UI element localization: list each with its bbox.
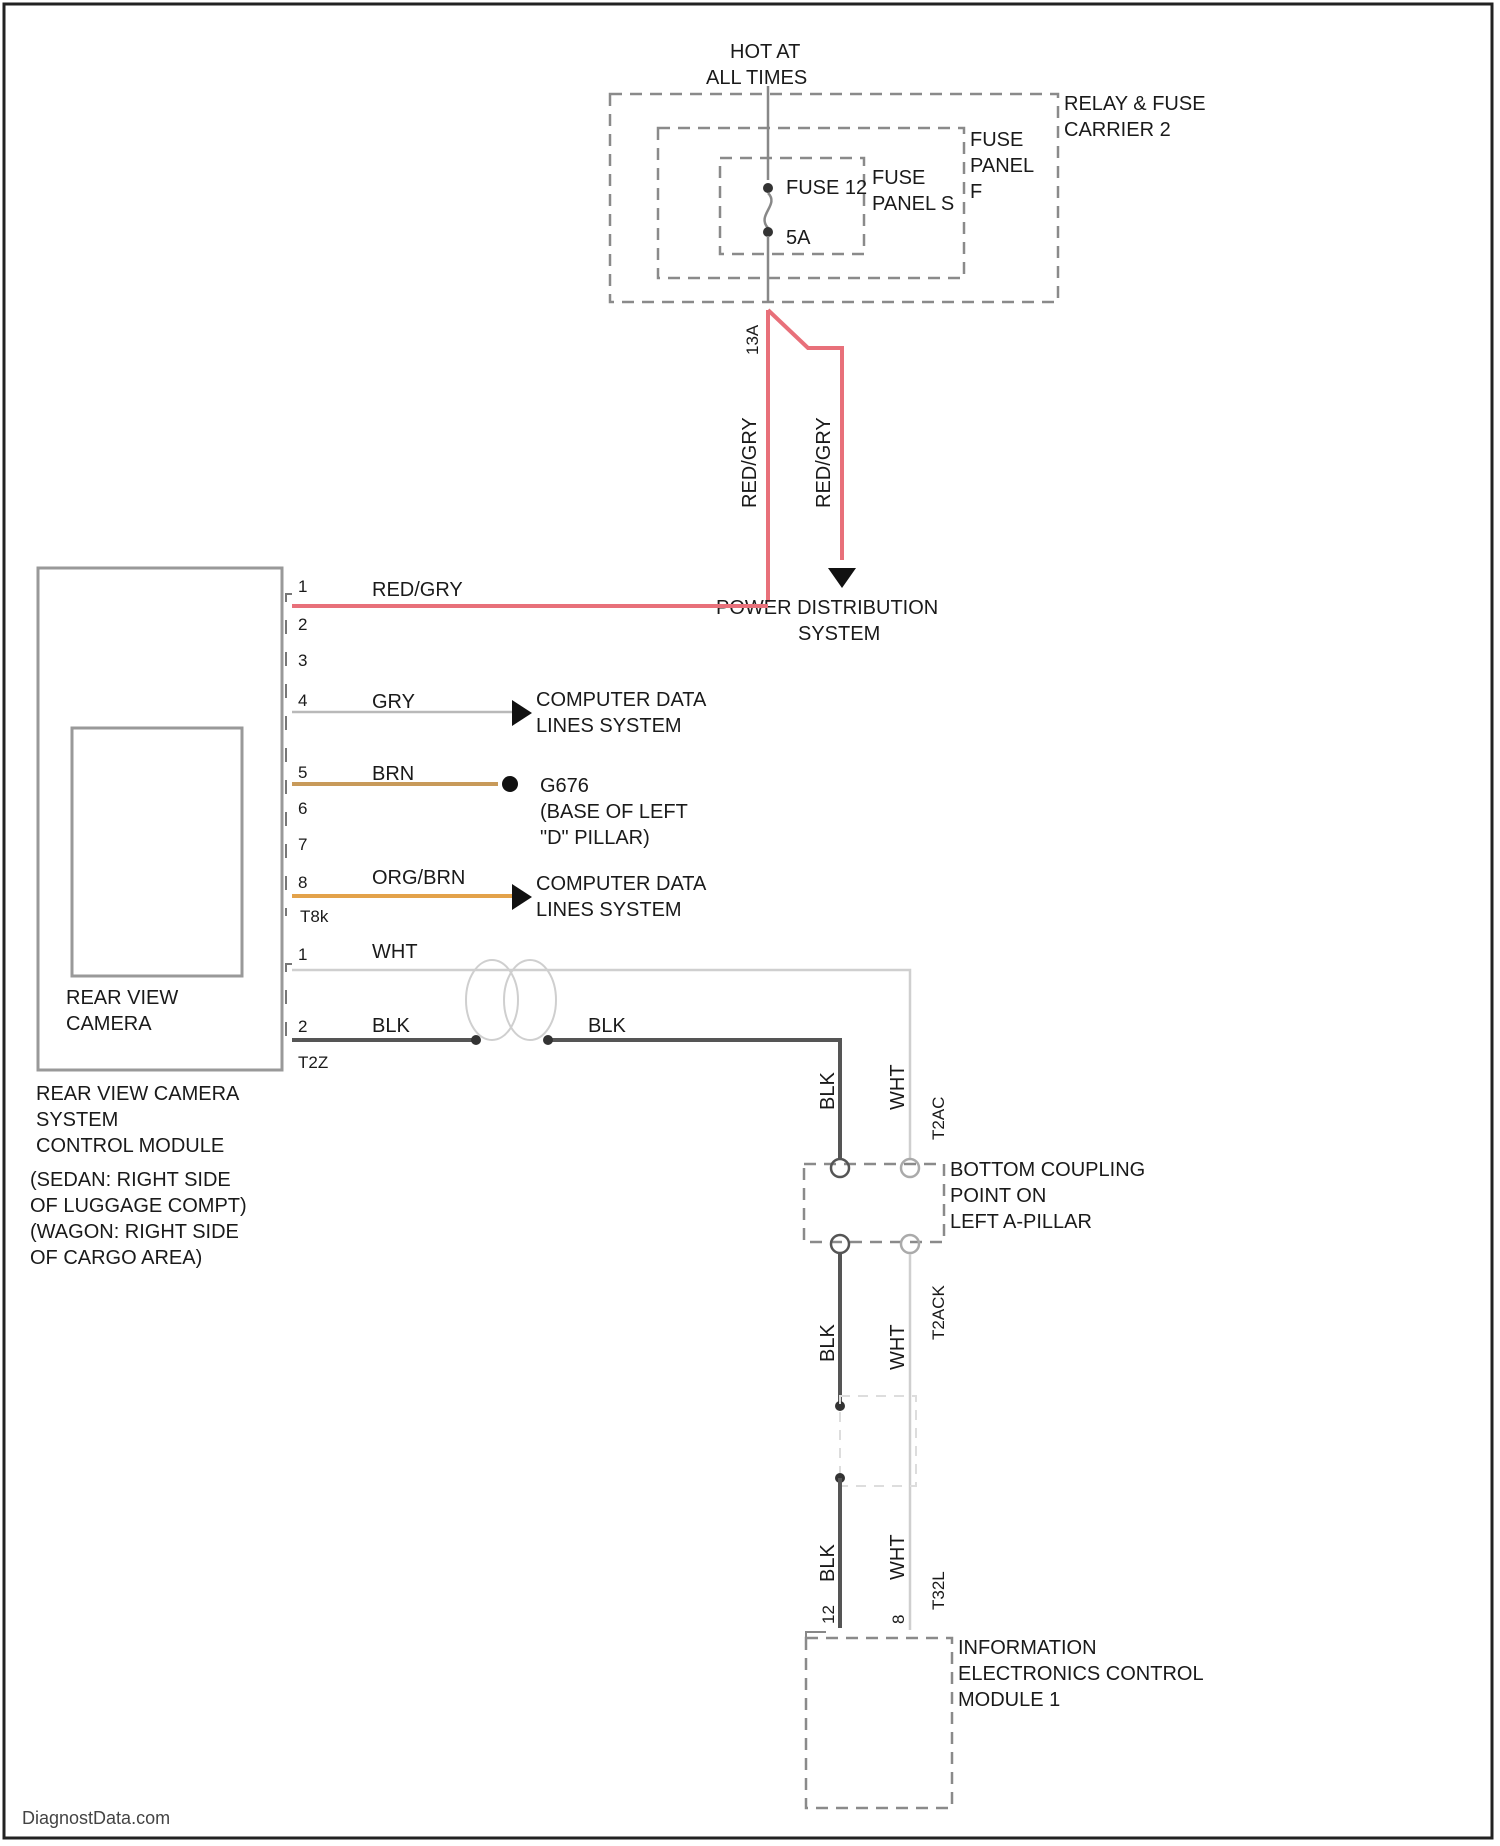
coupling-label-1: BOTTOM COUPLING: [950, 1159, 1145, 1181]
pin-4: 4: [298, 691, 307, 710]
connector-t8k-label: T8k: [300, 907, 329, 926]
connector-t2z-bracket: [286, 964, 292, 1046]
connector-t2ac-label: T2AC: [929, 1097, 948, 1140]
connector-t32l-label: T32L: [929, 1571, 948, 1610]
coupling-label-3: LEFT A-PILLAR: [950, 1211, 1092, 1233]
pin-2: 2: [298, 615, 307, 634]
rear-view-camera-inner-label-2: CAMERA: [66, 1013, 152, 1035]
coupling-pin-wht-bottom: [901, 1235, 919, 1253]
connector-t2ack-label: T2ACK: [929, 1285, 948, 1340]
connector-13a-label: 13A: [743, 324, 762, 355]
fuse-panel-f-label-2: PANEL: [970, 155, 1034, 177]
wire-label-pin5: BRN: [372, 763, 414, 785]
wire-wht-shielded: [292, 970, 910, 1160]
fuse-symbol: [765, 193, 772, 228]
fuse-rating: 5A: [786, 227, 811, 249]
wire-blk-right: [548, 1040, 840, 1160]
info-module-label-2: ELECTRONICS CONTROL: [958, 1663, 1204, 1685]
fuse-terminal-top: [763, 183, 773, 193]
module-caption-1: REAR VIEW CAMERA: [36, 1083, 240, 1105]
splice-blk-right: [543, 1035, 553, 1045]
hot-at-label-2: ALL TIMES: [706, 67, 807, 89]
vertical-wht-label-2: WHT: [887, 1324, 909, 1370]
coupling-pin-wht-top: [901, 1159, 919, 1177]
pin-8-label: 8: [889, 1615, 908, 1624]
fuse-panel-f-label-1: FUSE: [970, 129, 1023, 151]
coupling-pin-blk-bottom: [831, 1235, 849, 1253]
coupling-label-2: POINT ON: [950, 1185, 1046, 1207]
connector2-pin-1: 1: [298, 945, 307, 964]
fuse-label: FUSE 12: [786, 177, 867, 199]
pin-1: 1: [298, 577, 307, 596]
rear-view-camera-inner-box: [72, 728, 242, 976]
power-distribution-label-2: SYSTEM: [798, 623, 880, 645]
vertical-wht-label-3: WHT: [887, 1534, 909, 1580]
cdl1-label-1: COMPUTER DATA: [536, 689, 707, 711]
ground-symbol: [502, 776, 518, 792]
wire-label-left-vertical: RED/GRY: [739, 417, 761, 508]
arrow-cdl-1: [512, 700, 532, 726]
pin-12-label: 12: [819, 1605, 838, 1624]
wire-label-blk-left: BLK: [372, 1015, 410, 1037]
fuse-panel-s-label-1: FUSE: [872, 167, 925, 189]
pin-7: 7: [298, 835, 307, 854]
ground-label-3: "D" PILLAR): [540, 827, 650, 849]
fuse-panel-f-label-3: F: [970, 181, 982, 203]
cdl2-label-1: COMPUTER DATA: [536, 873, 707, 895]
wire-label-right-vertical: RED/GRY: [813, 417, 835, 508]
wire-label-blk-right: BLK: [588, 1015, 626, 1037]
module-location-1: (SEDAN: RIGHT SIDE: [30, 1169, 231, 1191]
watermark: DiagnostData.com: [22, 1808, 170, 1828]
info-module-label-1: INFORMATION: [958, 1637, 1097, 1659]
fuse-panel-s-label-2: PANEL S: [872, 193, 954, 215]
splice-blk-left: [471, 1035, 481, 1045]
connector2-pin-2: 2: [298, 1017, 307, 1036]
arrow-cdl-2: [512, 884, 532, 910]
module-location-3: (WAGON: RIGHT SIDE: [30, 1221, 239, 1243]
ground-label-2: (BASE OF LEFT: [540, 801, 688, 823]
coupling-connector-box: [804, 1164, 944, 1242]
module-location-4: OF CARGO AREA): [30, 1247, 202, 1269]
wire-label-wht: WHT: [372, 941, 418, 963]
rear-view-camera-inner-label-1: REAR VIEW: [66, 987, 178, 1009]
wire-label-pin1: RED/GRY: [372, 579, 463, 601]
shield-loop-left: [466, 960, 518, 1040]
module-caption-3: CONTROL MODULE: [36, 1135, 224, 1157]
wire-label-pin4: GRY: [372, 691, 415, 713]
ground-label-1: G676: [540, 775, 589, 797]
vertical-blk-label-3: BLK: [817, 1544, 839, 1582]
cdl1-label-2: LINES SYSTEM: [536, 715, 682, 737]
vertical-blk-label-2: BLK: [817, 1324, 839, 1362]
vertical-blk-label-1: BLK: [817, 1072, 839, 1110]
module-location-2: OF LUGGAGE COMPT): [30, 1195, 247, 1217]
relay-fuse-carrier-label-2: CARRIER 2: [1064, 119, 1171, 141]
pin-8: 8: [298, 873, 307, 892]
relay-fuse-carrier-label-1: RELAY & FUSE: [1064, 93, 1206, 115]
information-electronics-control-module: [806, 1638, 952, 1808]
module-caption-2: SYSTEM: [36, 1109, 118, 1131]
pin-6: 6: [298, 799, 307, 818]
info-module-label-3: MODULE 1: [958, 1689, 1060, 1711]
arrow-power-distribution: [828, 568, 856, 588]
connector-t2z-label: T2Z: [298, 1053, 328, 1072]
twisted-pair-section: [840, 1396, 916, 1486]
connector-t8k-bracket: [286, 594, 292, 916]
coupling-pin-blk-top: [831, 1159, 849, 1177]
hot-at-label-1: HOT AT: [730, 41, 800, 63]
pin-5: 5: [298, 763, 307, 782]
wire-label-pin8: ORG/BRN: [372, 867, 465, 889]
vertical-wht-label-1: WHT: [887, 1064, 909, 1110]
fuse-terminal-bottom: [763, 227, 773, 237]
cdl2-label-2: LINES SYSTEM: [536, 899, 682, 921]
shield-loop-right: [504, 960, 556, 1040]
pin-3: 3: [298, 651, 307, 670]
